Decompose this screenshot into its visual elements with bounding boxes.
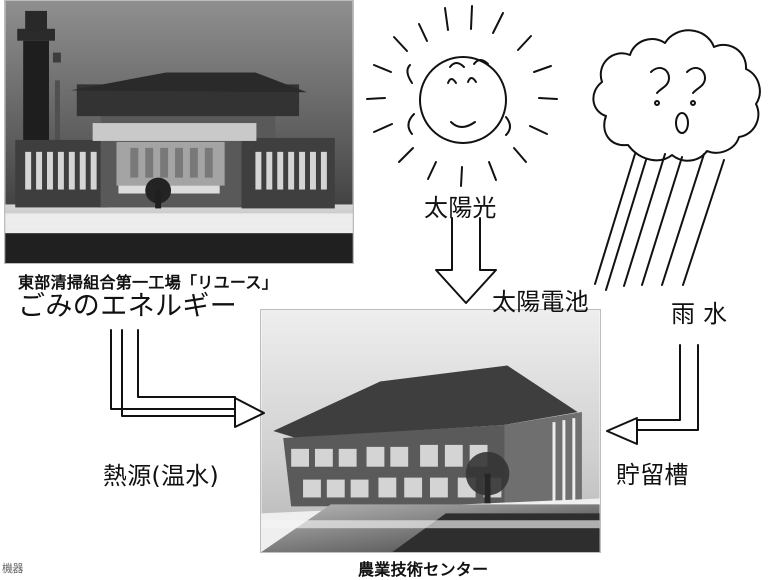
waste-energy-label: ごみのエネルギー [18,291,238,322]
heat-arrow-icon [110,329,265,428]
solar-battery-label: 太陽電池 [492,288,589,316]
agricultural-center-image [261,310,600,552]
solar-arrow-icon [435,217,497,304]
rainwater-label: 雨 水 [671,300,728,328]
water-arrow-icon [606,344,699,445]
waste-facility-image [5,1,353,263]
waste-facility-photo [4,0,354,264]
storage-tank-label: 貯留槽 [616,461,689,489]
solar-light-label: 太陽光 [424,194,497,222]
corner-mark: 機器 [2,562,24,575]
rain-lines [594,153,725,291]
agricultural-center-label: 農業技術センター [358,560,489,579]
heat-source-label: 熱源(温水) [103,462,219,490]
sun-icon [366,5,558,187]
agricultural-center-photo [260,309,601,553]
cloud-icon [592,29,761,162]
waste-facility-label: 東部清掃組合第一工場「リユース」 [18,273,279,292]
